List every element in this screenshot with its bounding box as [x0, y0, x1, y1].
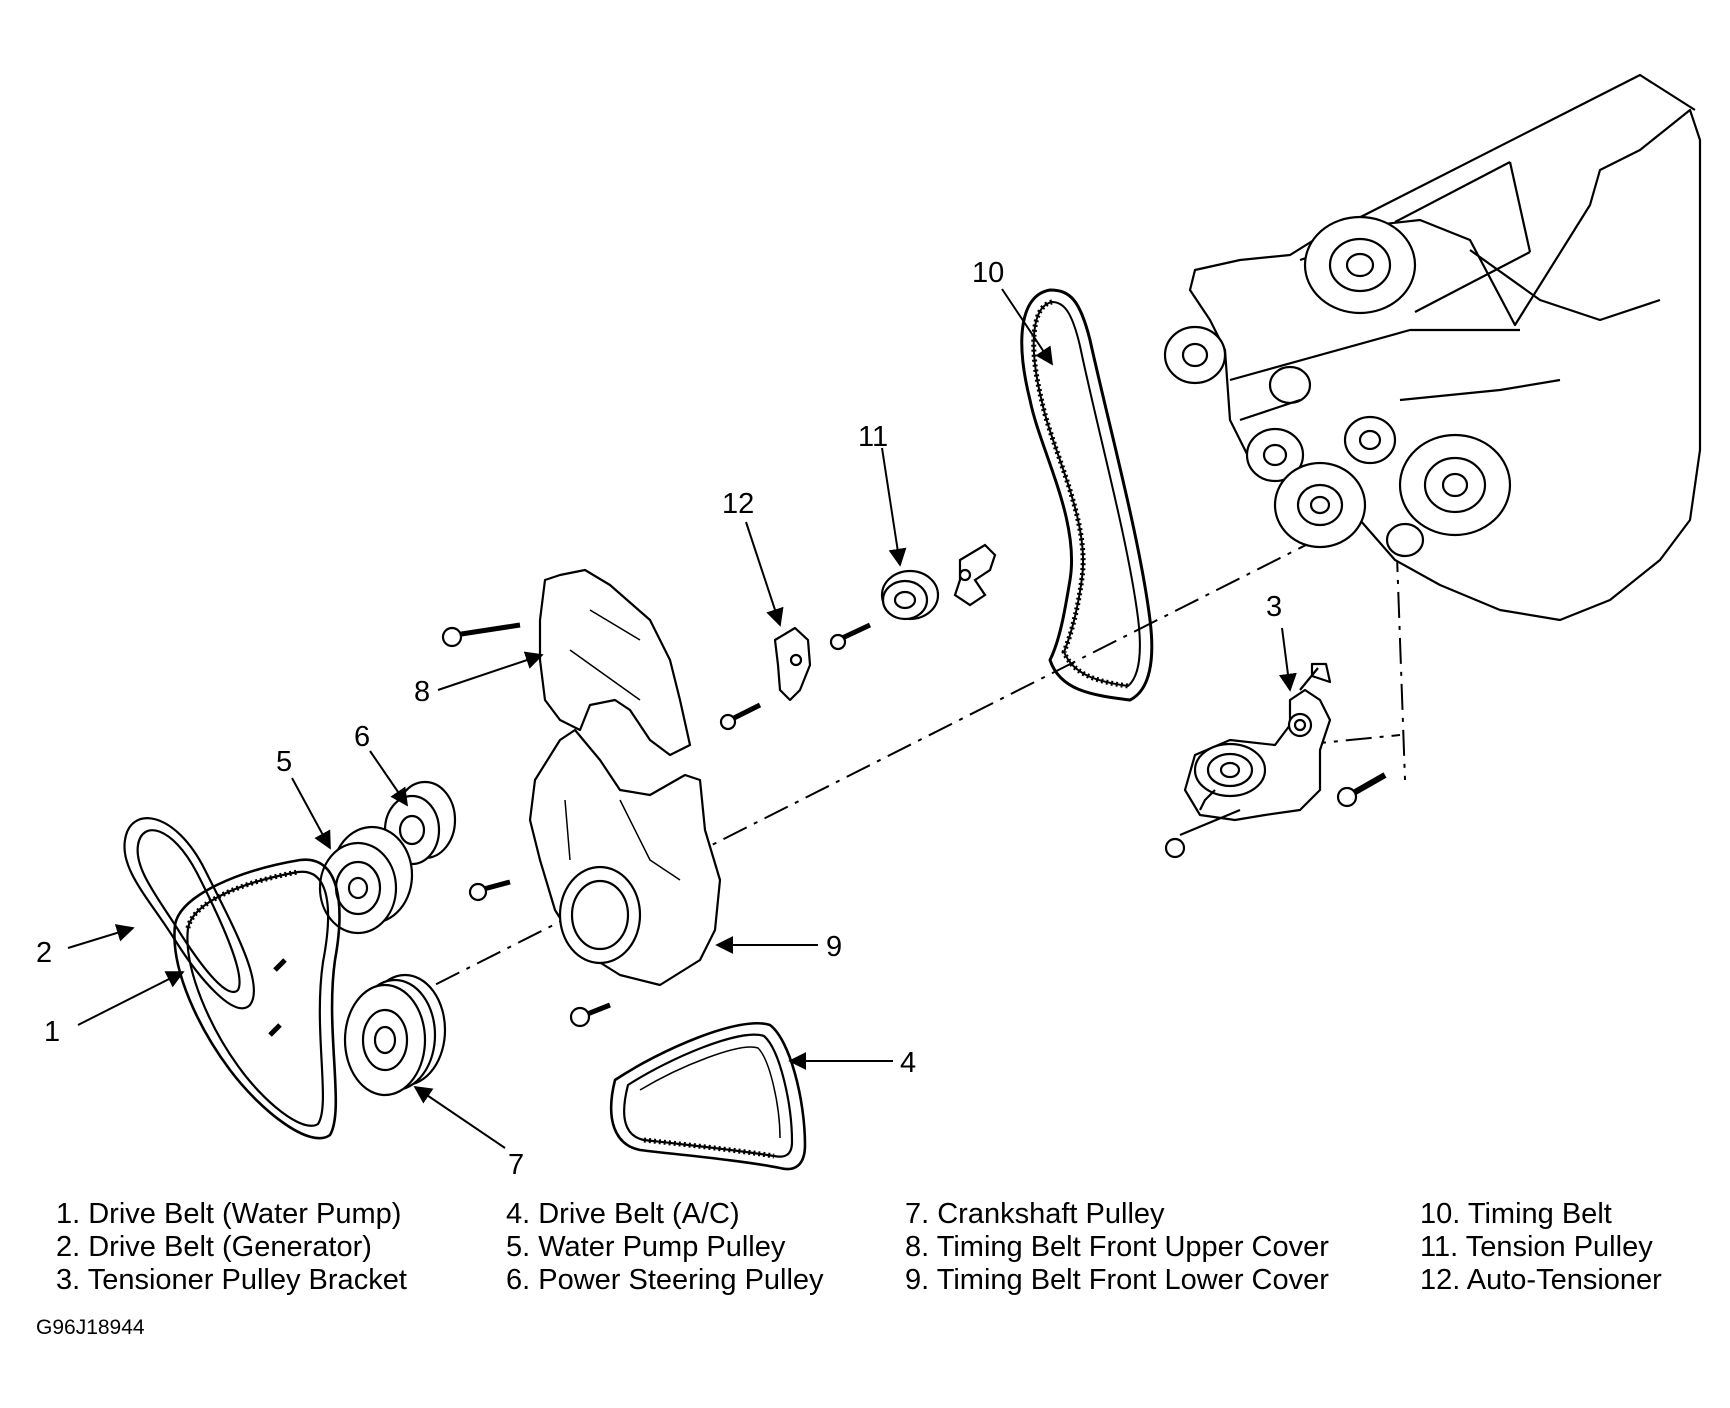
- legend-item: 1. Drive Belt (Water Pump): [56, 1198, 402, 1230]
- drive-belt-water-pump: [174, 860, 339, 1139]
- leader-8: [438, 651, 544, 690]
- legend-item: 6. Power Steering Pulley: [506, 1264, 824, 1296]
- callout-8: 8: [414, 676, 430, 708]
- callout-11: 11: [858, 421, 888, 453]
- legend-column-4: 10. Timing Belt 11. Tension Pulley 12. A…: [1420, 1198, 1662, 1297]
- legend-item: 3. Tensioner Pulley Bracket: [56, 1264, 407, 1296]
- legend-item: 11. Tension Pulley: [1420, 1231, 1653, 1263]
- leader-7: [413, 1085, 505, 1148]
- leader-3: [1279, 628, 1297, 692]
- figure-code: G96J18944: [36, 1316, 145, 1339]
- engine-block: [1165, 75, 1700, 620]
- timing-belt: [1022, 290, 1152, 700]
- callout-1: 1: [44, 1016, 60, 1048]
- callout-9: 9: [826, 931, 842, 963]
- callout-4: 4: [900, 1047, 916, 1079]
- timing-belt-front-upper-cover: [443, 570, 690, 755]
- crankshaft-pulley: [345, 975, 445, 1095]
- drive-belt-generator: [124, 818, 254, 1008]
- callout-3: 3: [1266, 591, 1282, 623]
- callout-6: 6: [354, 721, 370, 753]
- tension-pulley: [831, 545, 995, 649]
- parts-legend: 1. Drive Belt (Water Pump) 2. Drive Belt…: [0, 1198, 1730, 1318]
- legend-item: 7. Crankshaft Pulley: [905, 1198, 1165, 1230]
- leader-1: [78, 972, 185, 1025]
- legend-column-2: 4. Drive Belt (A/C) 5. Water Pump Pulley…: [506, 1198, 824, 1297]
- callout-leaders: [68, 289, 1297, 1148]
- leader-2: [68, 924, 135, 948]
- timing-belt-front-lower-cover: [470, 730, 720, 1026]
- exploded-drive-belt-diagram: 1 2 3 4 5 6 7 8 9 10 11 12: [36, 0, 1730, 1181]
- legend-item: 4. Drive Belt (A/C): [506, 1198, 740, 1230]
- callout-10: 10: [972, 257, 1004, 289]
- leader-12: [746, 522, 784, 627]
- legend-item: 8. Timing Belt Front Upper Cover: [905, 1231, 1329, 1263]
- leader-6: [370, 751, 409, 807]
- legend-item: 12. Auto-Tensioner: [1420, 1264, 1662, 1296]
- auto-tensioner: [721, 628, 810, 729]
- legend-item: 5. Water Pump Pulley: [506, 1231, 786, 1263]
- callout-numbers: 1 2 3 4 5 6 7 8 9 10 11 12: [36, 257, 1282, 1181]
- legend-column-3: 7. Crankshaft Pulley 8. Timing Belt Fron…: [905, 1198, 1329, 1297]
- callout-2: 2: [36, 937, 52, 969]
- legend-item: 10. Timing Belt: [1420, 1198, 1612, 1230]
- drive-belt-ac: [611, 1023, 805, 1169]
- tensioner-pulley-bracket: [1166, 664, 1385, 857]
- callout-5: 5: [276, 746, 292, 778]
- legend-item: 9. Timing Belt Front Lower Cover: [905, 1264, 1329, 1296]
- legend-column-1: 1. Drive Belt (Water Pump) 2. Drive Belt…: [56, 1198, 407, 1297]
- leader-10: [1002, 289, 1053, 366]
- leader-11: [882, 448, 907, 567]
- legend-item: 2. Drive Belt (Generator): [56, 1231, 372, 1263]
- callout-12: 12: [722, 488, 754, 520]
- callout-7: 7: [508, 1149, 524, 1181]
- leader-5: [292, 778, 330, 850]
